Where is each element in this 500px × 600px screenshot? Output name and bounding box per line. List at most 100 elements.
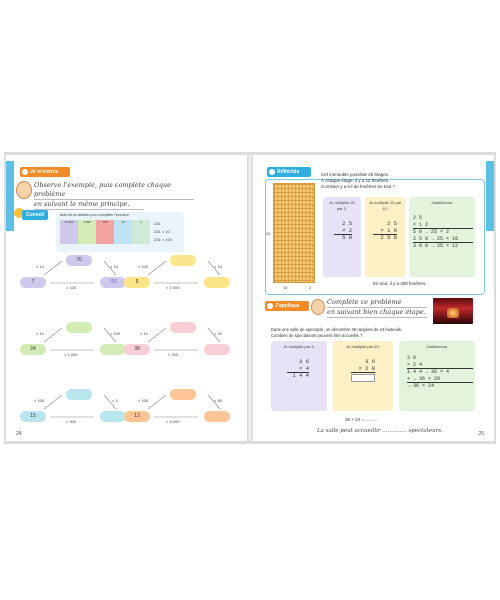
diagram-6-left-op: × 100 xyxy=(138,398,149,403)
diagram-3-bottom-op: × 1 000 xyxy=(64,352,78,357)
col-100: 100 xyxy=(96,220,114,244)
problem-2-line-2: Combien de spectateurs peuvent être accu… xyxy=(271,333,363,338)
ribbon-label: Je m'exerce xyxy=(30,169,59,175)
diagram-4-right-op: × 20 xyxy=(214,331,222,336)
step2-column-3: J'additionne. 3 6 × 2 4 1 4 4 → 36 × 4 +… xyxy=(399,341,475,411)
calc-line: 2 5 xyxy=(413,215,423,221)
calc-line: 5 0 xyxy=(342,234,352,241)
conseil-box: Aide-toi du tableau pour compléter l'exe… xyxy=(56,212,184,252)
ribbon-label: Réfléchis xyxy=(277,169,300,175)
col-10000: 10 000 xyxy=(60,220,78,244)
left-side-tab xyxy=(6,161,14,231)
diagram-6-bottom-op: × 5 000 xyxy=(166,419,180,424)
diagram-1-right[interactable]: 700 xyxy=(100,277,126,288)
diagram-3-top[interactable] xyxy=(66,322,92,333)
japplique-ribbon: J'applique xyxy=(265,301,309,311)
table-row-1: 231 xyxy=(154,221,161,226)
calc-line: 3 6 xyxy=(407,355,417,361)
diagram-4-bottom-op: × 200 xyxy=(168,352,179,357)
diagram-5-top[interactable] xyxy=(66,389,92,400)
instruction-line-1: Observe l'exemple, puis complète chaque … xyxy=(34,181,194,200)
diagram-2-left: 9 xyxy=(124,277,150,288)
step-column-3: J'additionne. 2 5 × 1 2 5 0 → 25 × 2 2 5… xyxy=(409,197,475,277)
step-3-title: J'additionne. xyxy=(430,200,454,205)
diagram-4-top[interactable] xyxy=(170,322,196,333)
diagram-2-right[interactable] xyxy=(204,277,230,288)
calc-line: 2 5 0 xyxy=(380,234,397,241)
calc-line: × 1 2 xyxy=(413,222,473,229)
problem-1-text: Cet immeuble possède 25 étages. À chaque… xyxy=(321,172,471,190)
step-column-2: Je multiplie 25 par 10. 2 5 × 1 0 2 5 0 xyxy=(365,197,405,277)
pencil-icon xyxy=(21,168,29,176)
left-page: Je m'exerce Observe l'exemple, puis comp… xyxy=(6,155,247,441)
diagram-6-top[interactable] xyxy=(170,389,196,400)
calc-line: 2 5 0 → 25 × 10 xyxy=(413,236,473,243)
final-sentence[interactable]: La salle peut accueillir .............. … xyxy=(317,428,443,434)
diagram-2-top[interactable] xyxy=(170,255,196,266)
diagram-1-left-op: × 10 xyxy=(36,264,44,269)
col-1: 1 xyxy=(132,220,150,244)
calc-line: 2 5 xyxy=(342,220,352,227)
conseil-label: Conseil xyxy=(22,210,49,220)
diagram-1-right-op: × 10 xyxy=(110,264,118,269)
answer-input[interactable]: → 36 × 24 xyxy=(407,383,435,389)
problem-1-line-2: À chaque étage, il y a 12 fenêtres. xyxy=(321,178,390,183)
girl-avatar-icon xyxy=(311,299,325,315)
book-gutter xyxy=(247,155,253,441)
calc-line: × 4 xyxy=(287,365,309,373)
step-1-calc: 2 5 × 2 5 0 xyxy=(334,220,352,242)
step2-3-calc: 3 6 × 2 4 1 4 4 → 36 × 4 + → 36 × 20 → 3… xyxy=(407,355,473,390)
reflechis-ribbon: Réfléchis xyxy=(267,167,311,177)
instruction-line-2: en suivant le même principe. xyxy=(34,200,144,210)
diagram-3-right-op: × 100 xyxy=(110,331,121,336)
instruction-2-line-1: Complète ce problème xyxy=(327,298,427,308)
stage-light-icon xyxy=(447,308,459,318)
diagram-2-left-op: × 100 xyxy=(138,264,149,269)
diagram-5-right[interactable] xyxy=(100,411,126,422)
diagram-5-left: 15 xyxy=(20,411,46,422)
step-1-title: Je multiplie 25 par 2. xyxy=(329,200,355,211)
diagram-4-right[interactable] xyxy=(204,344,230,355)
diagram-5-right-op: × 3 xyxy=(112,398,118,403)
conseil-text: Aide-toi du tableau pour compléter l'exe… xyxy=(60,213,130,217)
child-avatar-icon xyxy=(16,181,32,199)
step-2-title: Je multiplie 25 par 10. xyxy=(368,200,402,211)
col-1000: 1 000 xyxy=(78,220,96,244)
calc-line: 2 5 xyxy=(387,220,397,227)
problem-1-line-1: Cet immeuble possède 25 étages. xyxy=(321,172,390,177)
diagram-3-left: 24 xyxy=(20,344,46,355)
answer-input[interactable]: + → 36 × 20 xyxy=(407,376,473,383)
right-page: Réfléchis 25 10 2 Cet immeuble possède 2… xyxy=(253,155,494,441)
answer-input[interactable] xyxy=(351,374,375,382)
calc-line: 3 0 0 → 25 × 12 xyxy=(413,243,459,249)
step2-column-2: Je multiplie par 20. 3 6 × 2 0 xyxy=(333,341,393,411)
diagram-5-left-op: × 100 xyxy=(34,398,45,403)
reflechis-frame xyxy=(265,179,485,295)
instruction-2-line-2: en suivant bien chaque étape. xyxy=(327,308,427,318)
calc-line: × 2 0 xyxy=(351,365,375,373)
diagram-6-right[interactable] xyxy=(204,411,230,422)
diagram-4-left: 39 xyxy=(124,344,150,355)
pencil-icon xyxy=(266,302,274,310)
diagram-1-left: 7 xyxy=(20,277,46,288)
diagram-1-bottom-op: × 100 xyxy=(66,285,77,290)
equation[interactable]: 36 × 24 = .......... xyxy=(345,417,378,422)
problem-2-line-1: Dans une salle de spectacle, on dénombre… xyxy=(271,327,403,332)
diagram-2-bottom-op: × 1 000 xyxy=(166,285,180,290)
diagram-3-right[interactable] xyxy=(100,344,126,355)
diagram-1-top[interactable]: 70 xyxy=(66,255,92,266)
building-illustration xyxy=(273,183,315,283)
diagram-2-right-op: × 10 xyxy=(214,264,222,269)
instruction-2: Complète ce problème en suivant bien cha… xyxy=(327,298,427,318)
calc-line: 1 4 4 xyxy=(292,372,309,379)
book-spread: Je m'exerce Observe l'exemple, puis comp… xyxy=(4,152,496,444)
diagram-4-left-op: × 10 xyxy=(140,331,148,336)
building-width2-label: 2 xyxy=(309,285,312,290)
diagram-6-right-op: × 50 xyxy=(214,398,222,403)
calc-line: 5 0 → 25 × 2 xyxy=(413,229,450,235)
step-2-calc: 2 5 × 1 0 2 5 0 xyxy=(373,220,397,242)
diagram-arrows xyxy=(43,260,221,418)
place-value-table: 10 000 1 000 100 10 1 xyxy=(60,220,150,244)
calc-line: × 2 xyxy=(334,227,352,235)
diagram-5-bottom-op: × 300 xyxy=(66,419,77,424)
